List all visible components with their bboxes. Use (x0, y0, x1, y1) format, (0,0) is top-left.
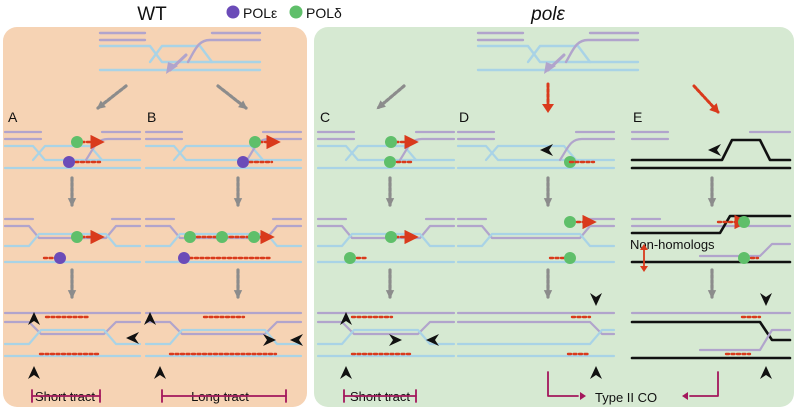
e-row1-black1 (630, 138, 792, 162)
b-row1-bt3 (172, 144, 265, 162)
wt-dloop-invhead (166, 62, 178, 74)
wt-dloop-b3 (148, 44, 214, 64)
c-row2-pol-delta (385, 231, 397, 243)
row1-down-0-head (67, 198, 77, 207)
wt-label: WT (137, 4, 167, 25)
a-row2-pol-epsilon (54, 252, 66, 264)
e-row3-black1 (630, 320, 792, 342)
c-row1-bt3 (344, 144, 418, 162)
row2-down-1-head (233, 290, 243, 299)
type2-co-right-head (682, 392, 688, 400)
pol-delta-legend-label: POLδ (306, 5, 342, 21)
b-row3-arrowhead-3 (290, 334, 303, 346)
row1-down-3-head (543, 198, 553, 207)
e-row2-pol-delta2 (738, 252, 750, 264)
panel-d-label: D (459, 109, 469, 125)
a-row2-pol-delta (71, 231, 83, 243)
e-row1-arrowhead (708, 144, 721, 156)
row1-down-4-head (707, 198, 717, 207)
type2-co-left-head (580, 392, 586, 400)
b-row1-pol-epsilon (237, 156, 249, 168)
c-row3-b1 (316, 328, 456, 346)
c-row3-arrowhead-3 (426, 334, 439, 346)
a-row3-b1 (3, 328, 142, 346)
d-row3-p2 (456, 320, 616, 336)
b-row3-arrowhead-4 (154, 366, 166, 379)
b-row2-pol-delta-1 (184, 231, 196, 243)
arrow-mut-c-head (376, 100, 386, 110)
wt-dloop-p3 (186, 38, 262, 64)
pol-epsilon-legend-label: POLε (243, 5, 277, 21)
e-row2-black1 (630, 214, 792, 235)
type-ii-co-label: Type II CO (595, 390, 657, 405)
b-row1-pol-delta (249, 136, 261, 148)
a-row3-arrowhead-1 (28, 312, 40, 325)
d-row2-b1 (456, 232, 616, 248)
e-row3-arrowhead-2 (760, 366, 772, 379)
arrow-wt-a-head (96, 100, 106, 110)
e-row3-p2 (698, 328, 792, 352)
d-row3-arrowhead-2 (590, 366, 602, 379)
panel-a-label: A (8, 109, 18, 125)
mut-dloop-b3 (526, 44, 592, 64)
a-row3-p2 (3, 320, 142, 336)
panel-c-label: C (320, 109, 330, 125)
type2-co-right-bracket (689, 371, 719, 397)
c-row1-pol-delta (385, 136, 397, 148)
d-row1-pt4 (558, 137, 616, 162)
pol-delta-legend-icon (289, 5, 303, 19)
row2-down-4-head (707, 290, 717, 299)
mut-dloop-invhead (544, 62, 556, 74)
b-row3-b1 (144, 328, 303, 346)
arrow-wt-b-head (238, 100, 248, 110)
non-homologs-label: Non-homologs (630, 237, 715, 252)
b-row2-pol-epsilon (178, 252, 190, 264)
c-row3-arrowhead-2 (389, 334, 402, 346)
e-row2-p3 (698, 242, 792, 258)
e-nonhomolog-arrow-down (640, 266, 648, 272)
c-row2-pol-delta2 (344, 252, 356, 264)
panel-b-label: B (147, 109, 156, 125)
arrow-mut-d-head (542, 104, 554, 113)
type2-co-left-bracket (547, 371, 579, 397)
c-row1-pol-delta2 (384, 156, 396, 168)
d-row1-arrowhead (540, 144, 553, 156)
wt-background (3, 27, 307, 407)
a-row1-pol-delta (71, 136, 83, 148)
d-row2-pol-delta (564, 216, 576, 228)
c-row3-arrowhead-4 (340, 366, 352, 379)
d-row2-pol-delta2 (564, 252, 576, 264)
b-row3-arrowhead-1 (144, 312, 156, 325)
a-row1-pol-epsilon (63, 156, 75, 168)
row2-down-0-head (67, 290, 77, 299)
arrow-mut-e-head (709, 103, 720, 114)
a-row3-arrowhead-2 (126, 332, 139, 344)
a-row1-bt3 (31, 144, 104, 162)
d-row1-bt3 (484, 144, 578, 162)
row2-down-3-head (543, 290, 553, 299)
mut-dloop-p3 (564, 38, 640, 64)
e-nonhomolog-arrow-up (640, 244, 648, 250)
b-row3-p2 (144, 320, 303, 336)
row1-down-1-head (233, 198, 243, 207)
b-row2-pol-delta-3 (248, 231, 260, 243)
row2-down-2-head (385, 290, 395, 299)
b-row2-pol-delta-2 (216, 231, 228, 243)
row1-down-2-head (385, 198, 395, 207)
e-row2-pol-delta (738, 216, 750, 228)
c-row3-p2 (316, 320, 456, 336)
pol-epsilon-legend-icon (226, 5, 240, 19)
d-row3-arrowhead-1 (590, 293, 602, 306)
a-row3-arrowhead-3 (28, 366, 40, 379)
c-row3-arrowhead-1 (340, 312, 352, 325)
b-row3-arrowhead-2 (263, 334, 276, 346)
d-row3-p3 (456, 328, 616, 346)
panel-e-label: E (633, 109, 642, 125)
e-row3-arrowhead-1 (760, 293, 772, 306)
mutant-label: polε (530, 4, 565, 25)
diagram-content (3, 31, 792, 403)
